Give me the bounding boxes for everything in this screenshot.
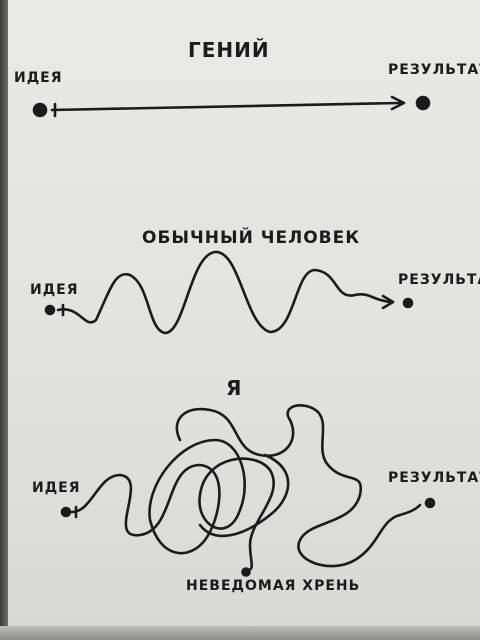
genius-end-label: РЕЗУЛЬТАТ	[388, 62, 480, 78]
ordinary-start-label: ИДЕЯ	[30, 282, 79, 298]
me-tangle-to-result	[175, 404, 422, 568]
me-tangle-to-dead-end	[70, 438, 275, 572]
genius-result-dot	[415, 95, 431, 111]
me-end-label: РЕЗУЛЬТАТ	[388, 470, 480, 486]
me-dead-end-dot	[241, 567, 251, 577]
photo-left-edge	[0, 0, 8, 640]
ordinary-end-label: РЕЗУЛЬТАТ	[398, 272, 480, 288]
ordinary-idea-dot	[44, 304, 56, 316]
ordinary-result-dot	[402, 297, 414, 309]
genius-title: ГЕНИЙ	[188, 38, 270, 62]
ordinary-arrowhead	[381, 294, 395, 310]
me-idea-dot	[60, 506, 72, 518]
genius-straight-path	[50, 101, 402, 112]
me-title: Я	[226, 376, 243, 400]
ordinary-wavy-path	[56, 250, 392, 335]
genius-arrowhead	[390, 95, 406, 111]
me-start-label: ИДЕЯ	[32, 480, 81, 496]
me-dead-end-label: НЕВЕДОМАЯ ХРЕНЬ	[186, 578, 361, 594]
ordinary-title: ОБЫЧНЫЙ ЧЕЛОВЕК	[142, 228, 361, 248]
genius-idea-dot	[32, 102, 48, 118]
genius-start-label: ИДЕЯ	[14, 70, 63, 86]
photo-bottom-edge	[0, 626, 480, 640]
me-result-dot	[424, 497, 436, 509]
me-extra-loop	[198, 453, 290, 538]
